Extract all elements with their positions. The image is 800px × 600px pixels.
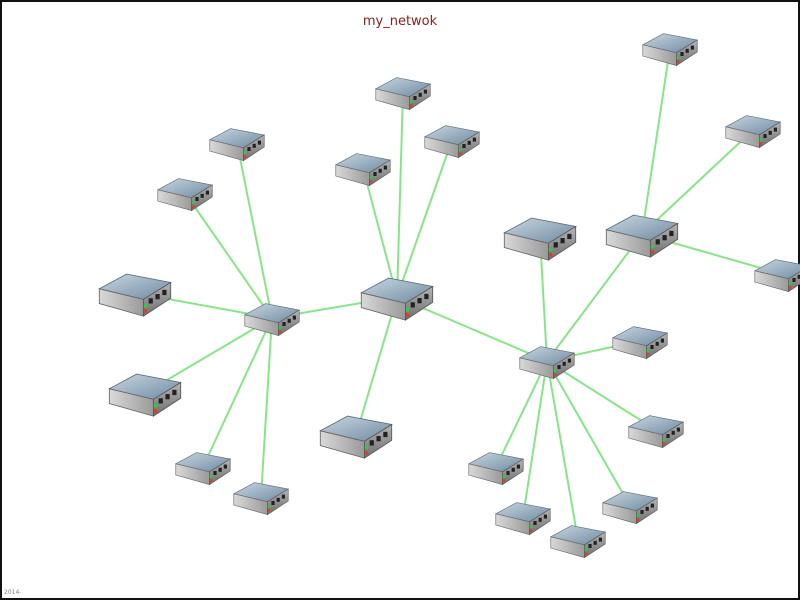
network-switch-icon (601, 491, 659, 525)
device-a6[interactable] (232, 482, 290, 516)
device-a4[interactable] (108, 373, 182, 417)
network-switch-icon (156, 178, 214, 212)
device-c2[interactable] (611, 326, 669, 360)
device-b3[interactable] (423, 125, 481, 159)
network-switch-icon (174, 452, 232, 486)
network-switch-icon (319, 415, 393, 459)
device-d3[interactable] (753, 259, 800, 293)
device-b2[interactable] (334, 153, 392, 187)
links-layer (134, 47, 783, 541)
network-switch-icon (334, 153, 392, 187)
network-switch-icon (374, 77, 432, 111)
network-switch-icon (724, 115, 782, 149)
network-switch-icon (518, 346, 576, 380)
device-b1[interactable] (374, 77, 432, 111)
devices-layer (98, 33, 800, 559)
network-switch-icon (98, 273, 172, 317)
device-a5[interactable] (174, 452, 232, 486)
network-switch-icon (243, 303, 301, 337)
device-c1[interactable] (503, 217, 577, 261)
diagram-title: my_netwok (362, 14, 438, 29)
network-switch-icon (605, 214, 679, 258)
device-a2[interactable] (156, 178, 214, 212)
network-switch-icon (641, 33, 699, 67)
device-a3[interactable] (98, 273, 172, 317)
device-c4[interactable] (467, 452, 525, 486)
link-hub-b-b1 (396, 91, 404, 298)
device-hub-d[interactable] (605, 214, 679, 258)
link-hub-c-c7 (546, 360, 631, 507)
link-hub-c-c4 (495, 360, 548, 468)
link-hub-a-a5 (202, 317, 273, 468)
device-a1[interactable] (208, 128, 266, 162)
network-switch-icon (232, 482, 290, 516)
device-hub-a[interactable] (243, 303, 301, 337)
link-hub-b-b2 (362, 167, 398, 298)
device-c5[interactable] (494, 502, 552, 536)
device-c6[interactable] (549, 525, 607, 559)
network-switch-icon (503, 217, 577, 261)
link-hub-c-hub-d (546, 233, 643, 362)
device-d1[interactable] (641, 33, 699, 67)
link-hub-a-a2 (184, 192, 273, 319)
link-hub-b-b3 (396, 139, 453, 298)
link-hub-a-a1 (236, 142, 273, 319)
device-hub-c[interactable] (518, 346, 576, 380)
device-c7[interactable] (601, 491, 659, 525)
link-hub-c-c6 (546, 360, 579, 541)
network-switch-icon (423, 125, 481, 159)
link-hub-c-c5 (522, 360, 548, 518)
network-switch-icon (627, 415, 685, 449)
network-switch-icon (611, 326, 669, 360)
network-switch-icon (360, 277, 434, 321)
network-switch-icon (549, 525, 607, 559)
device-c3[interactable] (627, 415, 685, 449)
link-hub-c-c3 (546, 360, 657, 431)
network-switch-icon (494, 502, 552, 536)
link-hub-a-a6 (260, 317, 273, 498)
device-d2[interactable] (724, 115, 782, 149)
link-hub-d-d2 (641, 129, 754, 235)
link-hub-b-b4 (355, 296, 398, 436)
device-hub-b[interactable] (360, 277, 434, 321)
network-switch-icon (208, 128, 266, 162)
network-switch-icon (753, 259, 800, 293)
device-b4[interactable] (319, 415, 393, 459)
link-hub-d-d1 (641, 47, 671, 235)
network-switch-icon (108, 373, 182, 417)
network-switch-icon (467, 452, 525, 486)
footer-text: 2014- (4, 589, 22, 596)
